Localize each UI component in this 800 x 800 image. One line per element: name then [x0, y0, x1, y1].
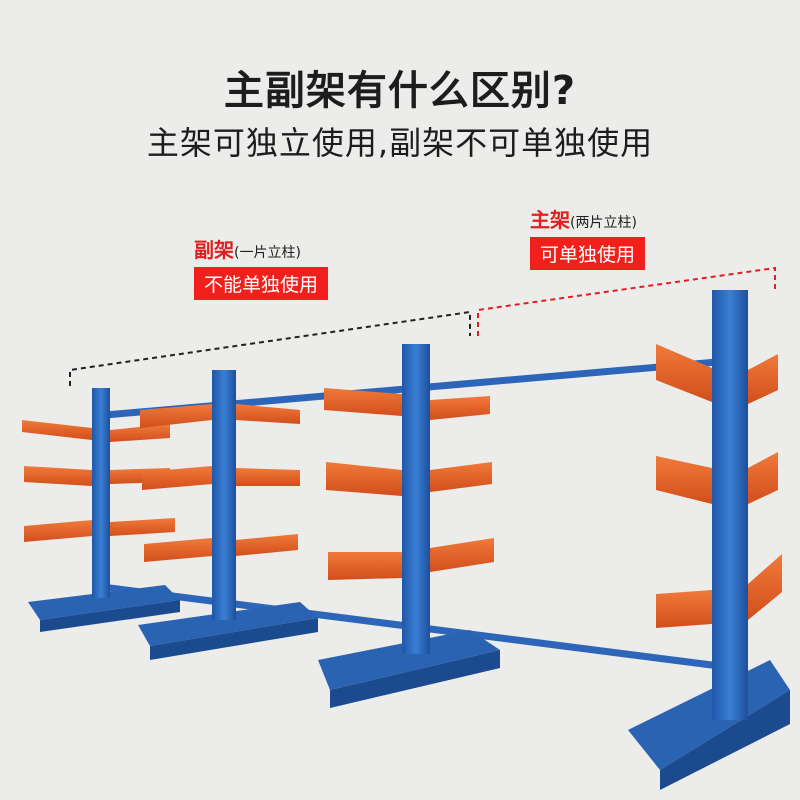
page-title: 主副架有什么区别?: [223, 68, 577, 114]
sub-rack-note: (一片立柱): [234, 245, 301, 261]
main-rack-callout: 主架(两片立柱) 可单独使用: [530, 204, 646, 270]
sub-rack-upright-2: [138, 370, 318, 660]
sub-rack-callout: 副架(一片立柱) 不能单独使用: [194, 234, 329, 300]
main-rack-bracket: [477, 266, 776, 336]
sub-rack-bracket: [69, 310, 471, 386]
main-rack-title-row: 主架(两片立柱): [530, 204, 645, 233]
sub-rack-title-row: 副架(一片立柱): [194, 234, 328, 263]
main-rack-note: (两片立柱): [570, 215, 637, 231]
main-rack-tag: 可单独使用: [530, 237, 646, 270]
sub-rack-tag: 不能单独使用: [194, 267, 329, 300]
sub-rack-title: 副架: [194, 238, 234, 262]
sub-rack-upright-1: [22, 388, 180, 632]
main-rack-upright: [628, 290, 790, 790]
sub-rack-upright-3: [318, 344, 500, 708]
main-rack-title: 主架: [530, 208, 570, 232]
page-subtitle: 主架可独立使用,副架不可单独使用: [146, 124, 654, 162]
